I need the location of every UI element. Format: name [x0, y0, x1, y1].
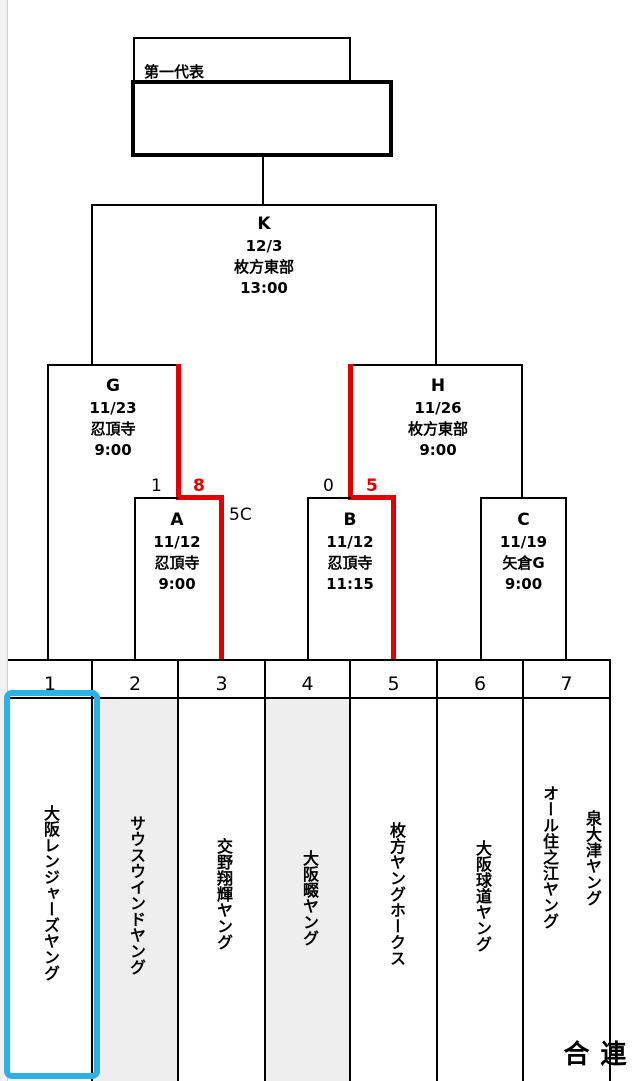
- bracket-line: [47, 364, 179, 366]
- bracket-line: [435, 204, 437, 366]
- match-date: 11/23: [89, 399, 137, 417]
- score-B-right: 5: [366, 476, 378, 496]
- table-line: [8, 697, 611, 699]
- match-venue: 枚方東部: [233, 258, 294, 276]
- table-line: [522, 659, 524, 1081]
- match-A: A 11/12 忍頂寺 9:00: [134, 508, 220, 595]
- match-id: G: [106, 376, 120, 396]
- winner-line: [348, 364, 353, 500]
- winner-line: [176, 495, 224, 500]
- table-line: [177, 659, 179, 1081]
- match-id: C: [517, 510, 530, 530]
- bracket-line: [91, 204, 93, 366]
- seed-4: 4: [301, 673, 314, 695]
- match-H: H 11/26 枚方東部 9:00: [385, 374, 491, 461]
- match-date: 12/3: [245, 237, 283, 255]
- match-venue: 忍頂寺: [154, 554, 200, 572]
- table-line: [609, 659, 611, 1081]
- match-B: B 11/12 忍頂寺 11:15: [307, 508, 393, 595]
- winner-label: 第一代表: [144, 63, 205, 81]
- match-date: 11/26: [414, 399, 462, 417]
- match-K: K 12/3 枚方東部 13:00: [200, 212, 328, 299]
- table-line: [436, 659, 438, 1081]
- table-line: [91, 659, 93, 1081]
- seed-7: 7: [560, 673, 573, 695]
- match-C: C 11/19 矢倉G 9:00: [480, 508, 567, 595]
- table-line: [8, 659, 611, 661]
- match-date: 11/19: [499, 533, 548, 551]
- bracket-line: [47, 364, 49, 661]
- shaded-column: [92, 698, 178, 1081]
- bracket-line: [91, 204, 437, 206]
- team-7-note: 連合: [559, 1040, 626, 1066]
- team-4[interactable]: 大阪畷ヤング: [300, 850, 319, 946]
- team-2[interactable]: サウスウインドヤング: [127, 815, 146, 975]
- seed-1: 1: [43, 673, 57, 695]
- match-time: 9:00: [94, 441, 132, 459]
- sheet-edge: [0, 0, 8, 1081]
- match-time: 9:00: [504, 575, 543, 593]
- score-B-left: 0: [323, 476, 334, 496]
- winner-line: [391, 495, 396, 661]
- match-date: 11/12: [153, 533, 201, 551]
- match-time: 9:00: [158, 575, 196, 593]
- seed-5: 5: [387, 673, 400, 695]
- score-A-right: 8: [193, 476, 205, 496]
- match-venue: 忍頂寺: [327, 554, 373, 572]
- match-G: G 11/23 忍頂寺 9:00: [60, 374, 166, 461]
- match-id: A: [170, 510, 184, 530]
- winner-line: [176, 364, 181, 500]
- match-time: 9:00: [419, 441, 457, 459]
- seed-2: 2: [128, 673, 142, 695]
- score-A-note: 5C: [229, 505, 252, 525]
- shaded-column: [265, 698, 350, 1081]
- team-5[interactable]: 枚方ヤングホークス: [387, 822, 406, 966]
- winner-label-box: 第一代表: [133, 37, 351, 82]
- winner-line: [219, 495, 224, 661]
- team-6[interactable]: 大阪球道ヤング: [473, 840, 492, 952]
- winner-line: [348, 495, 396, 500]
- match-C-box: [480, 497, 567, 661]
- match-time: 13:00: [240, 279, 288, 297]
- bracket-line: [307, 497, 351, 499]
- bracket-line: [262, 156, 264, 205]
- match-venue: 忍頂寺: [90, 420, 136, 438]
- seed-6: 6: [473, 673, 487, 695]
- bracket-line: [134, 497, 136, 661]
- match-venue: 枚方東部: [407, 420, 468, 438]
- seed-3: 3: [215, 673, 228, 695]
- team-1[interactable]: 大阪レンジャーズヤング: [41, 805, 60, 981]
- match-id: H: [430, 376, 446, 396]
- match-id: B: [343, 510, 357, 530]
- match-date: 11/12: [326, 533, 374, 551]
- selected-team-highlight[interactable]: [4, 690, 100, 1079]
- team-7b[interactable]: 泉大津ヤング: [583, 810, 602, 906]
- match-id: K: [257, 214, 271, 234]
- bracket-line: [307, 497, 309, 661]
- table-line: [264, 659, 266, 1081]
- match-venue: 矢倉G: [502, 554, 545, 572]
- bracket-line: [350, 364, 523, 366]
- match-time: 11:15: [326, 575, 374, 593]
- score-A-left: 1: [151, 476, 162, 496]
- bracket-line: [521, 364, 523, 498]
- bracket-line: [134, 497, 178, 499]
- team-7a[interactable]: オール住之江ヤング: [540, 785, 559, 929]
- table-line: [349, 659, 351, 1081]
- team-3[interactable]: 交野翔輝ヤング: [214, 838, 233, 950]
- winner-box: [131, 80, 393, 157]
